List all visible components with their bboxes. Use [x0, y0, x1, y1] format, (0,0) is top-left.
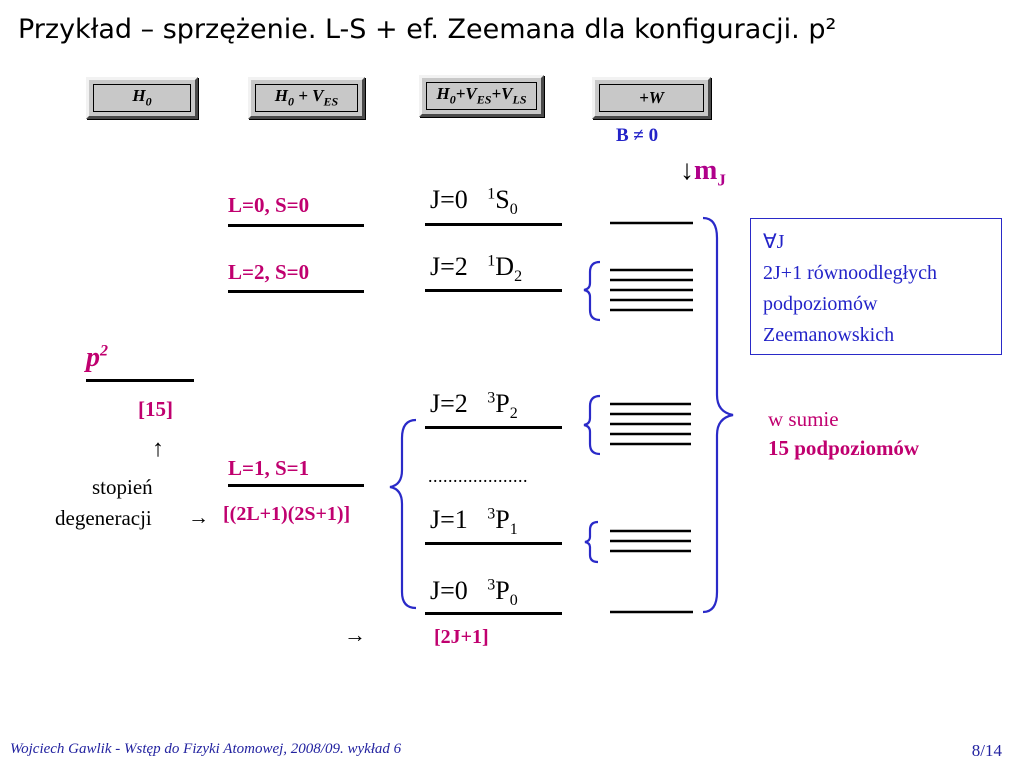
term-level-l0-s0 [228, 224, 364, 227]
level-label-1d2: J=2 1D2 [430, 252, 523, 286]
level-label-1s0: J=0 1S0 [430, 185, 518, 219]
term-l2-s0: L=2, S=0 [228, 260, 310, 284]
info-box-line4: Zeemanowskich [763, 324, 895, 346]
level-1d2 [425, 289, 562, 292]
info-box-line3: podpoziomów [763, 293, 878, 315]
brace-total [702, 216, 734, 614]
brace-3p1 [584, 520, 599, 564]
right-arrow-icon: → [188, 505, 209, 529]
right-arrow-icon: → [344, 622, 366, 647]
slide-title: Przykład – sprzężenie. L-S + ef. Zeemana… [18, 14, 837, 45]
footer-credit: Wojciech Gawlik - Wstęp do Fizyki Atomow… [10, 741, 402, 757]
braces [389, 216, 734, 614]
info-box-line1: ∀J [763, 231, 785, 253]
level-label-3p0: J=0 3P0 [430, 576, 518, 610]
summary: w sumie 15 podpoziomów [768, 405, 919, 463]
summary-line2: 15 podpoziomów [768, 436, 920, 460]
down-arrow-icon: ↓ [680, 155, 694, 186]
config-label: p2 [86, 342, 108, 373]
level-3p2 [425, 426, 562, 429]
level-label-3p1: J=1 3P1 [430, 505, 518, 539]
button-w-label: +W [639, 88, 664, 107]
mj-label: ↓mJ [680, 155, 726, 190]
term-l0-s0: L=0, S=0 [228, 193, 310, 217]
button-h0-label: H0 [132, 86, 152, 109]
level-3p1 [425, 542, 562, 545]
up-arrow-icon: ↑ [152, 436, 164, 462]
button-w[interactable]: +W [592, 77, 711, 119]
page-number: 8/14 [971, 741, 1002, 760]
b-field-label: B ≠ 0 [616, 125, 659, 146]
degeneracy-line2: degeneracji [55, 506, 152, 530]
config-count: [15] [138, 397, 173, 421]
jdeg-formula: [2J+1] [434, 626, 489, 648]
summary-line1: w sumie [768, 407, 839, 431]
level-1s0 [425, 223, 562, 226]
level-label-3p2: J=2 3P2 [430, 389, 518, 423]
button-h0-ves[interactable]: H0 + VES [248, 77, 365, 119]
level-3p0 [425, 612, 562, 615]
degeneracy-line1: stopień [92, 475, 153, 499]
zeeman-sublevels [610, 221, 693, 614]
brace-3p2 [583, 394, 601, 456]
brace-1d2 [583, 260, 601, 322]
button-h0[interactable]: H0 [86, 77, 198, 119]
level-dots: .................... [428, 466, 528, 486]
brace-ls-split [389, 418, 417, 610]
term-l1-s1: L=1, S=1 [228, 456, 310, 480]
degeneracy-formula: [(2L+1)(2S+1)] [223, 503, 351, 525]
button-h0-ves-vls-label: H0+VES+VLS [436, 84, 527, 107]
button-h0-ves-label: H0 + VES [274, 86, 339, 109]
info-box-line2: 2J+1 równoodległych [763, 262, 938, 284]
button-h0-ves-vls[interactable]: H0+VES+VLS [419, 75, 544, 117]
term-level-l2-s0 [228, 290, 364, 293]
info-box: ∀J 2J+1 równoodległych podpoziomów Zeema… [750, 218, 1002, 355]
term-level-l1-s1 [228, 484, 364, 487]
config-level [86, 379, 194, 382]
